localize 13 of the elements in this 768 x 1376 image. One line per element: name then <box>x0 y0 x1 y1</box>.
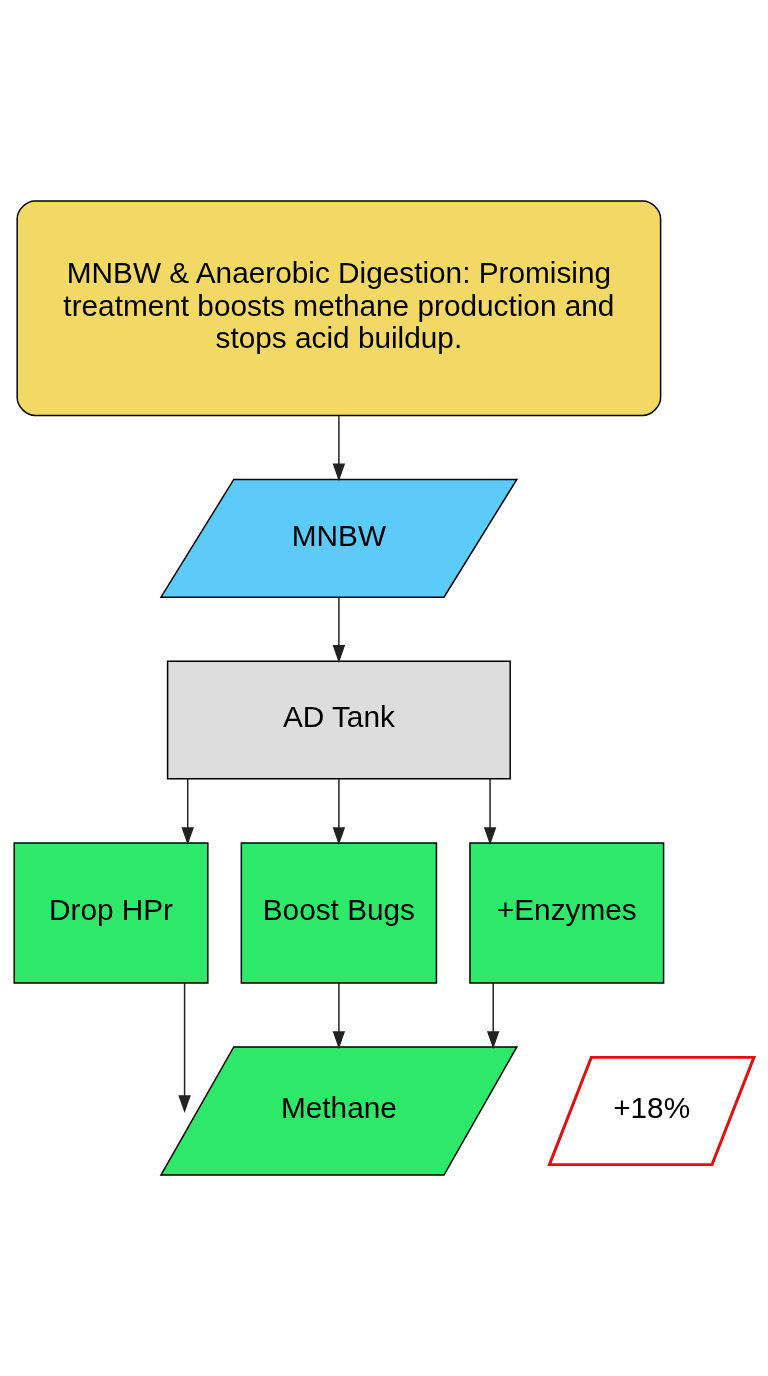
arrow <box>332 596 346 663</box>
arrow <box>181 778 194 846</box>
node-box: MNBW & Anaerobic Digestion: Promising treatment boosts methane production and stops acid buildup. <box>16 200 662 417</box>
node-box: Boost Bugs <box>240 842 438 984</box>
arrow <box>332 982 346 1050</box>
arrow <box>483 778 497 846</box>
node-box: Drop HPr <box>13 842 209 984</box>
arrow <box>332 778 346 846</box>
node-box: AD Tank <box>166 660 511 780</box>
node-box: +Enzymes <box>469 842 665 984</box>
arrow <box>486 982 500 1050</box>
arrow <box>332 415 346 482</box>
arrow <box>178 982 191 1114</box>
